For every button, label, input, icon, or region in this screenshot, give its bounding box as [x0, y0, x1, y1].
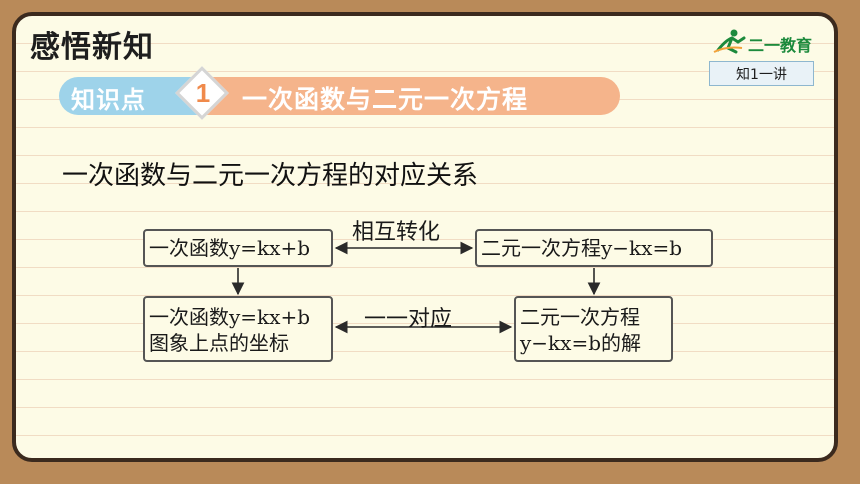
- box-linear-equation: 二元一次方程y−kx=b: [475, 229, 713, 267]
- box-equation-solution: 二元一次方程 y−kx=b的解: [514, 296, 673, 362]
- box-graph-points-line1: 一次函数y=kx+b: [149, 305, 311, 329]
- page-title: 感悟新知: [30, 30, 154, 65]
- box-graph-points: 一次函数y=kx+b 图象上点的坐标: [143, 296, 333, 362]
- box-linear-function: 一次函数y=kx+b: [143, 229, 333, 267]
- box-linear-equation-text: 二元一次方程y−kx=b: [481, 236, 683, 260]
- knowledge-point-title-bar: [200, 77, 620, 115]
- knowledge-point-number: 1: [195, 78, 211, 108]
- label-mutual-convert: 相互转化: [352, 220, 441, 245]
- knowledge-point-label: 知识点: [71, 86, 146, 114]
- box-graph-points-line2: 图象上点的坐标: [149, 331, 289, 355]
- runner-logo-icon: [713, 29, 746, 54]
- knowledge-point-title: 一次函数与二元一次方程: [242, 85, 529, 114]
- section-subtitle: 一次函数与二元一次方程的对应关系: [62, 161, 479, 191]
- box-equation-solution-line2: y−kx=b的解: [520, 331, 642, 355]
- brand-name: 二一教育: [748, 36, 813, 55]
- box-equation-solution-line1: 二元一次方程: [520, 305, 640, 329]
- lesson-badge: 知1一讲: [709, 61, 814, 86]
- box-linear-function-text: 一次函数y=kx+b: [149, 236, 311, 260]
- label-one-to-one: 一一对应: [364, 307, 453, 332]
